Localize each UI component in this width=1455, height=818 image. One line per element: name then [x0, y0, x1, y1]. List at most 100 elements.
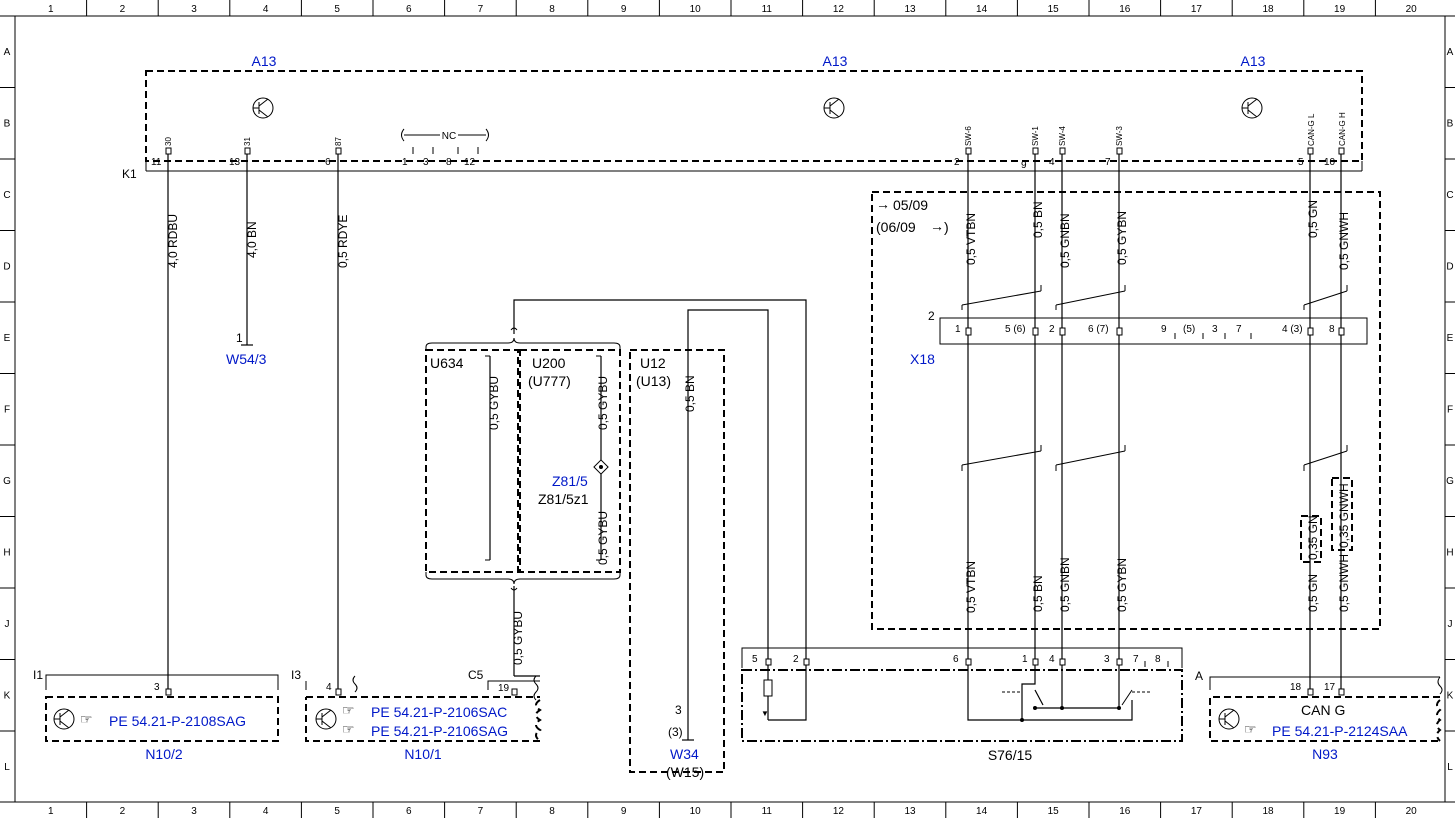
n93-conn: A [1195, 669, 1203, 683]
wire-label-sw4-bot: 0,5 GNBN [1058, 557, 1072, 612]
grid-row-label: K [1447, 690, 1454, 701]
grid-column-label: 12 [833, 4, 845, 15]
x18-pin: 1 [955, 324, 961, 335]
grid-column-label: 20 [1406, 806, 1418, 817]
n93-pe-link[interactable]: PE 54.21-P-2124SAA [1272, 723, 1408, 739]
ground-pin: 1 [236, 331, 243, 345]
pointing-hand-icon: ☞ [80, 711, 93, 727]
pin-31-label: 31 [243, 137, 252, 146]
wire-label-sw1-top: 0,5 BN [1031, 201, 1045, 238]
s76-pin: 7 [1133, 654, 1139, 665]
wire-label-u200-bottom: 0,5 GYBU [596, 511, 610, 565]
grid-column-label: 1 [48, 4, 54, 15]
pin-number: 7 [1105, 157, 1111, 168]
n93-can: CAN G [1301, 702, 1345, 718]
pin-can-gh-label: CAN-G H [1338, 112, 1347, 146]
variant-close: ) [944, 219, 949, 235]
n10-1-conn: I3 [291, 668, 301, 682]
wire-label-87: 0,5 RDYE [336, 215, 350, 268]
x18-pin: 6 (7) [1088, 324, 1109, 335]
grid-column-label: 19 [1334, 4, 1346, 15]
grid-row-label: C [1446, 190, 1453, 201]
nc-label: NC [442, 131, 456, 142]
x18-pin: 8 [1329, 324, 1335, 335]
pin-number: 10 [1324, 157, 1336, 168]
grid-column-label: 18 [1262, 806, 1274, 817]
x18-pin: 5 (6) [1005, 324, 1026, 335]
pointing-hand-icon: ☞ [1244, 721, 1257, 737]
s76-pin: 8 [1155, 654, 1161, 665]
pin-sw3-label: SW-3 [1115, 126, 1124, 146]
wires-right: 0,5 VTBN 0,5 BN 0,5 GNBN 0,5 GYBN 0,5 GN… [961, 154, 1353, 690]
grid-row-label: G [1446, 476, 1454, 487]
transistor-icon [315, 708, 337, 730]
grid-column-label: 14 [976, 4, 988, 15]
s76-pin: 4 [1049, 654, 1055, 665]
component-n10-1: I3 4 C5 19 ☞ ☞ PE 54.21-P-2106SAC PE 54.… [291, 668, 542, 762]
grid-row-label: B [1447, 118, 1454, 129]
grid-column-label: 8 [549, 806, 555, 817]
pin-number: 4 [1049, 157, 1055, 168]
grid-column-label: 2 [120, 4, 126, 15]
grid-column-label: 8 [549, 4, 555, 15]
wire-label-u200-top: 0,5 GYBU [596, 376, 610, 430]
u12-pin: 3 [675, 703, 682, 717]
n10-1-conn2: C5 [468, 668, 484, 682]
wire-label-31: 4,0 BN [245, 221, 259, 258]
grid-column-label: 1 [48, 806, 54, 817]
grid-row-label: J [5, 619, 10, 630]
wire-label-u634: 0,5 GYBU [487, 376, 501, 430]
grid-column-label: 6 [406, 806, 412, 817]
pointing-hand-icon: ☞ [342, 702, 355, 718]
grid-row-label: E [4, 333, 11, 344]
pin-sw6-label: SW-6 [964, 126, 973, 146]
u12-label: U12 [640, 355, 666, 371]
grid-row-label: K [4, 690, 11, 701]
pin-number: 6 [325, 157, 331, 168]
variant-arrow-icon: → [876, 196, 890, 212]
grid-row-label: A [4, 47, 11, 58]
n93-pin: 17 [1324, 682, 1336, 693]
u12-pin-alt: (3) [668, 725, 683, 739]
grid-column-label: 17 [1191, 806, 1203, 817]
u200-label: U200 [532, 355, 566, 371]
pin-87-label: 87 [334, 137, 343, 146]
grid-row-label: C [3, 190, 10, 201]
x18-pin: 2 [1049, 324, 1055, 335]
s76-pin: 6 [953, 654, 959, 665]
wire-label-common: 0,5 GYBU [511, 611, 525, 665]
z81-label: Z81/5 [552, 473, 588, 489]
variant-date-alt: (06/09 [876, 219, 916, 235]
grid-row-label: H [1446, 547, 1453, 558]
x18-pin: 4 (3) [1282, 324, 1303, 335]
pin-sw4-label: SW-4 [1058, 126, 1067, 146]
nc-bracket: NC [401, 128, 489, 154]
connector-k1-label: K1 [122, 167, 137, 181]
n10-2-conn: I1 [33, 668, 43, 682]
s76-pin: 1 [1022, 654, 1028, 665]
u634-label: U634 [430, 355, 464, 371]
pin-number: 9 [1021, 160, 1027, 171]
transistor-icon [1218, 708, 1240, 730]
n93-pin: 18 [1290, 682, 1302, 693]
grid-column-label: 2 [120, 806, 126, 817]
w15-label: (W15) [666, 764, 704, 780]
grid-column-label: 13 [904, 4, 916, 15]
n10-1-pe-link-2[interactable]: PE 54.21-P-2106SAG [371, 723, 508, 739]
wire-label-canh-bot: 0,5 GNWH [1337, 554, 1351, 612]
n10-1-pin: 4 [326, 682, 332, 693]
n10-1-pe-link-1[interactable]: PE 54.21-P-2106SAC [371, 704, 507, 720]
grid-column-label: 5 [334, 4, 340, 15]
n93-name: N93 [1312, 746, 1338, 762]
grid-row-label: J [1448, 619, 1453, 630]
grid-column-label: 7 [478, 4, 484, 15]
w34-label: W34 [670, 746, 699, 762]
grid-column-label: 12 [833, 806, 845, 817]
pin-number: 11 [151, 157, 162, 168]
s76-pin: 5 [752, 654, 758, 665]
wire-label-canl-top: 0,5 GN [1306, 200, 1320, 238]
pin-number: 2 [954, 157, 960, 168]
pointing-hand-icon: ☞ [342, 721, 355, 737]
n10-2-pe-link[interactable]: PE 54.21-P-2108SAG [109, 713, 246, 729]
